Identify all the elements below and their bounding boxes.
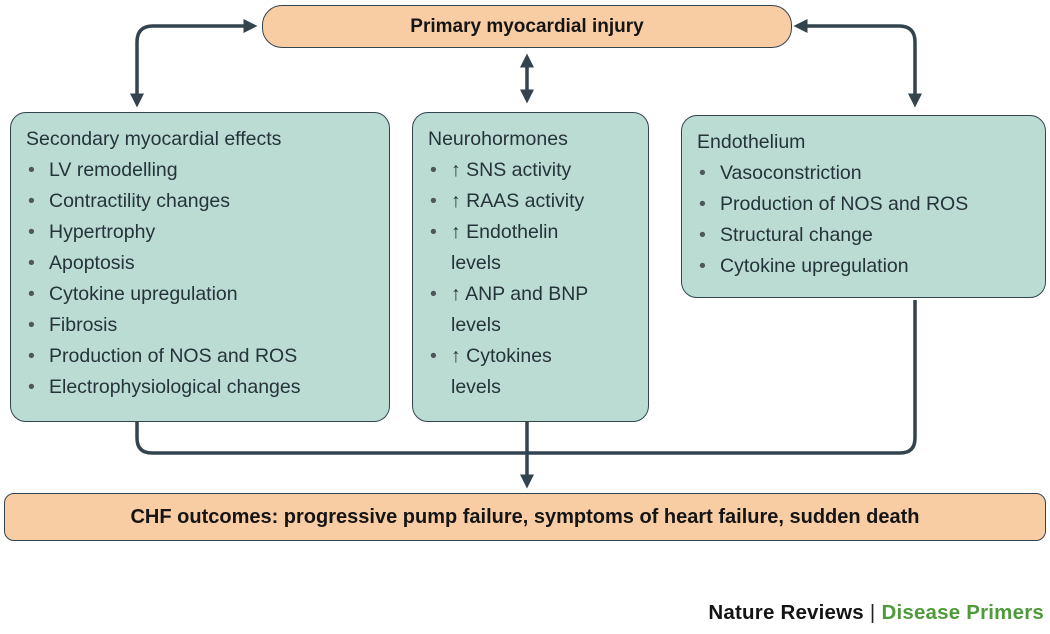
list-item: ↑ Endothelin levels [428, 217, 634, 279]
endothelium-box: Endothelium Vasoconstriction Production … [681, 115, 1046, 298]
list-item: LV remodelling [26, 155, 375, 186]
primary-myocardial-injury-box: Primary myocardial injury [262, 5, 792, 48]
list-item: Production of NOS and ROS [26, 341, 375, 372]
list-item: Vasoconstriction [697, 158, 1031, 189]
list-item: Electrophysiological changes [26, 372, 375, 403]
list-item: Hypertrophy [26, 217, 375, 248]
outcome-box-label: CHF outcomes: progressive pump failure, … [130, 505, 920, 528]
credit-separator: | [869, 601, 876, 624]
neurohormones-box-title: Neurohormones [428, 128, 568, 150]
chf-outcomes-box: CHF outcomes: progressive pump failure, … [4, 493, 1046, 541]
endothelium-box-list: Vasoconstriction Production of NOS and R… [697, 158, 1031, 282]
journal-section: Disease Primers [881, 601, 1044, 624]
arrow-primary-secondary [130, 19, 258, 108]
secondary-myocardial-effects-box: Secondary myocardial effects LV remodell… [10, 112, 390, 422]
list-item: ↑ RAAS activity [428, 186, 634, 217]
list-item: Apoptosis [26, 248, 375, 279]
list-item: Cytokine upregulation [697, 251, 1031, 282]
list-item: ↑ ANP and BNP levels [428, 279, 634, 341]
list-item: Fibrosis [26, 310, 375, 341]
journal-credit: Nature Reviews|Disease Primers [708, 601, 1044, 625]
list-item: Cytokine upregulation [26, 279, 375, 310]
secondary-box-list: LV remodelling Contractility changes Hyp… [26, 155, 375, 403]
arrow-primary-endothelium [793, 19, 922, 108]
neurohormones-box-list: ↑ SNS activity ↑ RAAS activity ↑ Endothe… [428, 155, 634, 403]
list-item: Structural change [697, 220, 1031, 251]
neurohormones-box: Neurohormones ↑ SNS activity ↑ RAAS acti… [412, 112, 649, 422]
journal-name: Nature Reviews [708, 601, 864, 624]
list-item: Production of NOS and ROS [697, 189, 1031, 220]
list-item: ↑ Cytokines levels [428, 341, 634, 403]
list-item: ↑ SNS activity [428, 155, 634, 186]
endothelium-box-title: Endothelium [697, 131, 806, 153]
primary-box-label: Primary myocardial injury [410, 15, 644, 37]
list-item: Contractility changes [26, 186, 375, 217]
secondary-box-title: Secondary myocardial effects [26, 128, 282, 150]
